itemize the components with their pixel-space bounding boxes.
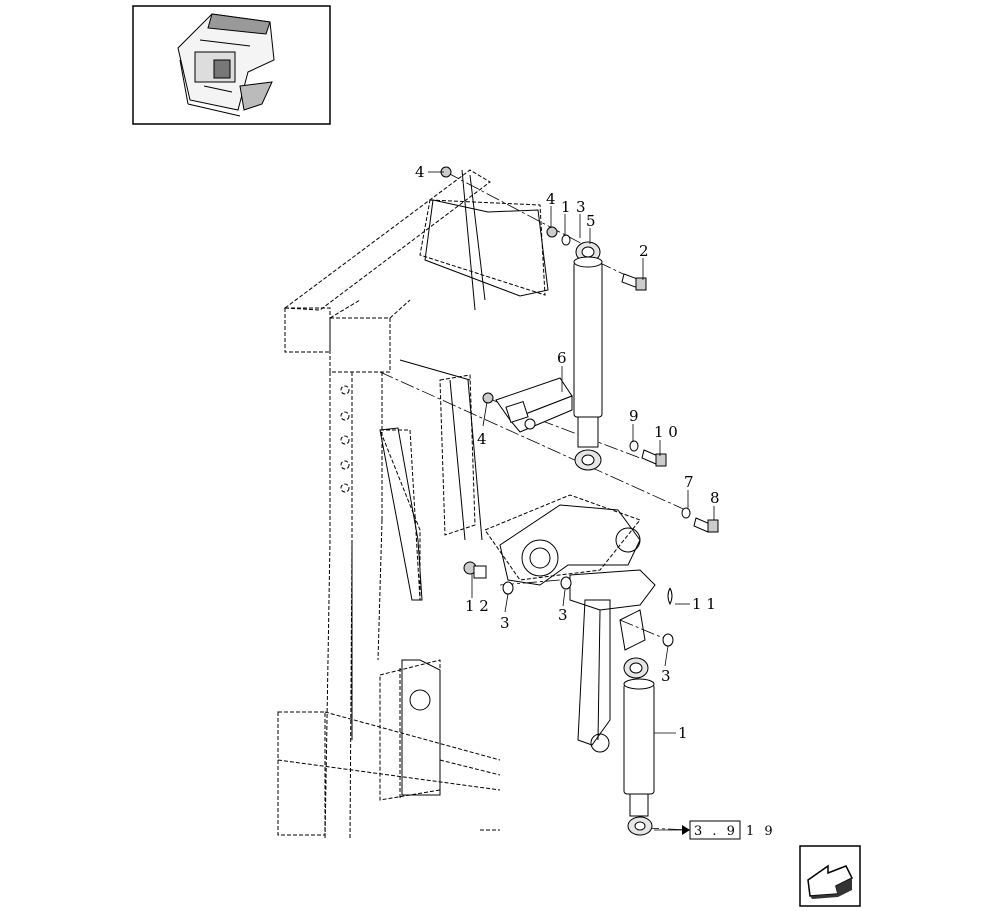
callout-11[interactable]: 1 1 xyxy=(692,595,716,613)
upper-shock-absorber xyxy=(573,241,603,471)
callout-1[interactable]: 1 xyxy=(561,198,571,216)
return-arrow-icon[interactable] xyxy=(799,845,861,907)
callouts: 4 4 1 3 5 2 6 4 9 1 0 7 8 1 2 3 3 1 1 3 … xyxy=(415,163,720,742)
callout-1[interactable]: 1 xyxy=(678,724,688,742)
frame-solid xyxy=(351,169,549,796)
leader-lines xyxy=(428,171,715,831)
reference-link[interactable]: 3 . 9 1 9 xyxy=(682,820,776,840)
lower-arm xyxy=(499,504,656,753)
callout-12[interactable]: 1 2 xyxy=(465,597,489,615)
callout-2[interactable]: 2 xyxy=(639,242,649,260)
callout-10[interactable]: 1 0 xyxy=(654,423,678,441)
hardware xyxy=(440,166,719,647)
callout-4[interactable]: 4 xyxy=(477,430,487,448)
overview-thumbnail[interactable] xyxy=(132,5,331,125)
reference-box-text: 3 . 9 xyxy=(694,824,738,839)
callout-7[interactable]: 7 xyxy=(684,473,694,491)
callout-3[interactable]: 3 xyxy=(500,614,510,632)
callout-3[interactable]: 3 xyxy=(661,667,671,685)
mount-bracket xyxy=(495,377,573,433)
callout-5[interactable]: 5 xyxy=(586,212,596,230)
lower-shock-absorber xyxy=(623,657,655,836)
callout-4[interactable]: 4 xyxy=(546,190,556,208)
callout-9[interactable]: 9 xyxy=(629,407,639,425)
callout-8[interactable]: 8 xyxy=(710,489,720,507)
machine-overview-icon xyxy=(177,13,275,117)
callout-3[interactable]: 3 xyxy=(576,198,586,216)
callout-4[interactable]: 4 xyxy=(415,163,425,181)
callout-6[interactable]: 6 xyxy=(557,349,567,367)
callout-3[interactable]: 3 xyxy=(558,606,568,624)
reference-suffix: 1 9 xyxy=(746,824,776,839)
